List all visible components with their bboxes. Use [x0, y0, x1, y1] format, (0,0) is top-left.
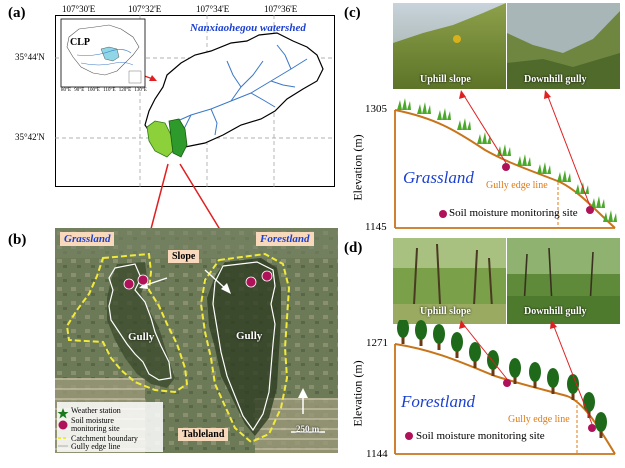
panel-a-label: (a) [8, 5, 26, 21]
lon-tick-2: 107°32'E [128, 4, 162, 14]
site-markers [123, 270, 273, 290]
lon-tick-4: 107°36'E [264, 4, 298, 14]
grassland-photo-uphill: Uphill slope [420, 74, 471, 85]
forestland-photos [393, 238, 620, 324]
forestland-legend: Soil moisture monitoring site [416, 430, 545, 442]
grassland-profile [394, 90, 617, 229]
inset-tick: 110°E [103, 88, 116, 93]
forestland-ybottom: 1144 [366, 448, 388, 460]
watershed-name: Nanxiaohegou watershed [190, 22, 306, 34]
scale-label: 250 m [296, 424, 320, 434]
panel-b-label: (b) [8, 232, 27, 248]
grassland-ytop: 1305 [365, 103, 387, 115]
lon-tick-3: 107°34'E [196, 4, 230, 14]
grassland-legend: Soil moisture monitoring site [449, 207, 578, 219]
forestland-catchment [168, 118, 188, 158]
grassland-gully-edge-label: Gully edge line [486, 180, 548, 191]
forestland-boundary [199, 252, 291, 444]
forestland-profile [394, 320, 616, 455]
panel-c-label: (c) [344, 5, 361, 21]
grassland-photo-downhill: Downhill gully [524, 74, 587, 85]
grassland-gully-edge [108, 263, 172, 381]
panel-d-label: (d) [344, 240, 363, 256]
lat-tick-2: 35°42'N [15, 132, 45, 142]
grassland-title: Grassland [403, 168, 474, 187]
forestland-photo-downhill: Downhill gully [524, 306, 587, 317]
inset-tick: 90°E [74, 88, 85, 93]
legend-catchment: Catchment boundary [71, 434, 138, 443]
inset-tick: 100°E [87, 88, 100, 93]
gully-left-label: Gully [128, 331, 155, 343]
river-network [172, 44, 308, 136]
forestland-ytop: 1271 [366, 337, 388, 349]
legend-soil: Soil moisture monitoring site [71, 416, 120, 433]
lat-tick-1: 35°44'N [15, 52, 45, 62]
gully-right-label: Gully [236, 330, 263, 342]
satellite-map [55, 228, 338, 453]
inset-tick: 130°E [134, 88, 147, 93]
forestland-title: Forestland [401, 392, 475, 411]
lon-tick-1: 107°30'E [62, 4, 96, 14]
forestland-ylabel: Elevation (m) [350, 360, 365, 427]
legend-weather: Weather station [71, 406, 121, 415]
inset-lon-ticks: 80°E 90°E 100°E 110°E 120°E 130°E [61, 88, 147, 93]
legend-box [57, 402, 163, 452]
forestland-photo-uphill: Uphill slope [420, 306, 471, 317]
grassland-ylabel: Elevation (m) [350, 134, 365, 201]
trees [397, 320, 607, 438]
grassland-terrain [394, 109, 616, 229]
inset-tick: 120°E [118, 88, 132, 93]
grassland-ybottom: 1145 [365, 221, 387, 233]
forestland-tag: Forestland [256, 232, 314, 246]
legend-gully: Gully edge line [71, 442, 121, 451]
grassland-photos [393, 3, 620, 89]
grassland-tag: Grassland [60, 232, 115, 246]
forestland-gully-edge [212, 261, 276, 432]
grassland-boundary [65, 252, 189, 394]
slope-tag: Slope [168, 250, 200, 263]
forestland-gully-edge-label: Gully edge line [508, 414, 570, 425]
inset-tick: 80°E [61, 88, 72, 93]
clp-label: CLP [70, 37, 90, 48]
tableland-tag: Tableland [178, 428, 229, 441]
watershed-map [55, 15, 335, 187]
